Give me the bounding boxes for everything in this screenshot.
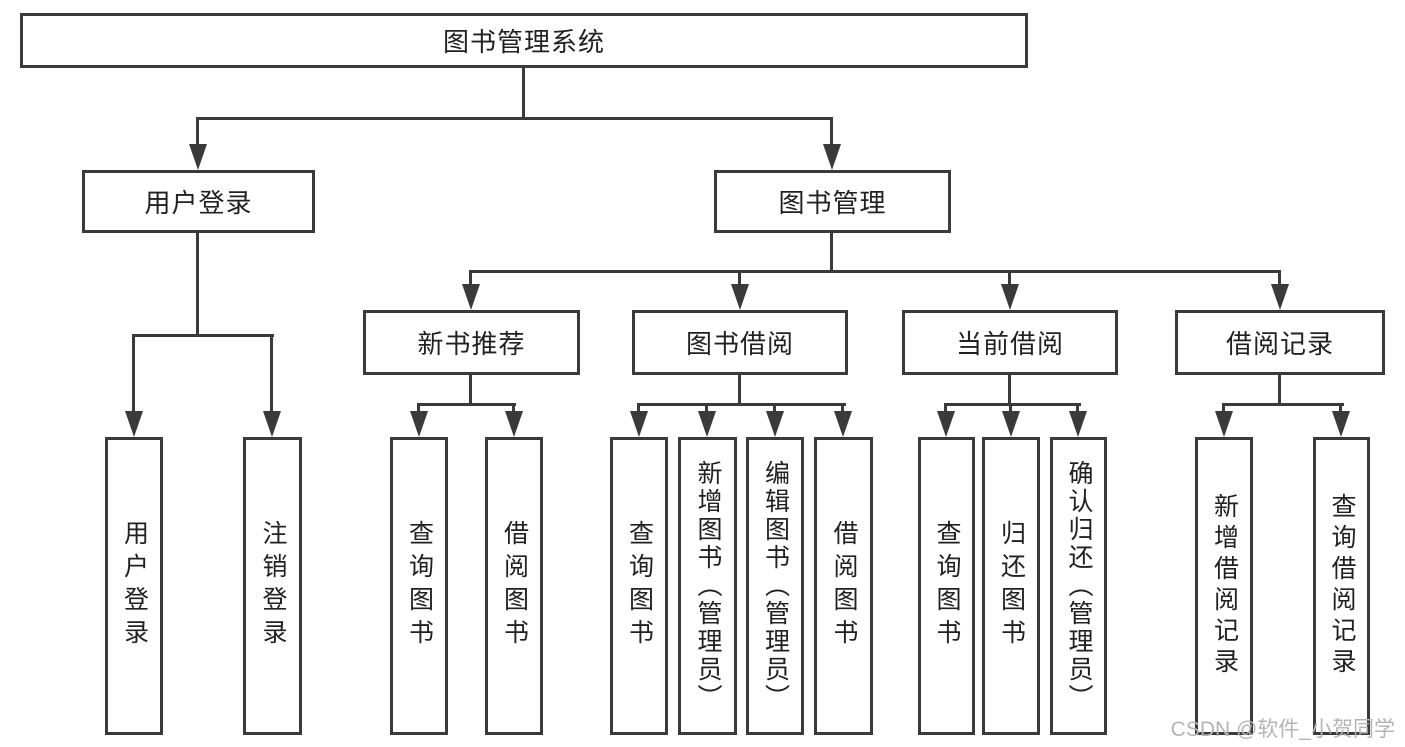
- node-label: 图书管理系统: [442, 27, 605, 57]
- connector-line: [417, 403, 516, 406]
- arrowhead-icon: [410, 411, 428, 437]
- csdn-watermark: CSDN @软件_小贺同学: [1170, 718, 1395, 741]
- node-return-books: 归还图书: [982, 437, 1040, 735]
- node-label: 注销登录: [259, 520, 287, 652]
- node-library-management-system: 图书管理系统: [20, 13, 1028, 68]
- node-query-books-borrowing: 查询图书: [610, 437, 668, 735]
- arrowhead-icon: [462, 284, 480, 310]
- node-book-borrowing: 图书借阅: [632, 310, 848, 375]
- node-user-login: 用户登录: [105, 437, 163, 735]
- connector-line: [944, 403, 947, 413]
- node-label: 图书借阅: [685, 329, 794, 359]
- arrowhead-icon: [1069, 411, 1087, 437]
- connector-line: [1278, 375, 1281, 406]
- connector-line: [512, 403, 515, 413]
- connector-line: [1008, 270, 1011, 286]
- connector-line: [522, 68, 525, 120]
- connector-line: [1009, 403, 1012, 413]
- arrowhead-icon: [125, 411, 143, 437]
- node-label: 借阅图书: [500, 520, 529, 652]
- connector-line: [469, 270, 472, 286]
- node-current-borrowing: 当前借阅: [902, 310, 1118, 375]
- node-add-borrow-record: 新增借阅记录: [1195, 437, 1253, 735]
- connector-line: [1278, 270, 1281, 286]
- arrowhead-icon: [823, 144, 841, 170]
- arrowhead-icon: [505, 411, 523, 437]
- node-label: 借阅记录: [1225, 329, 1334, 359]
- connector-line: [1008, 375, 1011, 406]
- connector-line: [738, 270, 741, 286]
- arrowhead-icon: [834, 411, 852, 437]
- connector-line: [637, 403, 846, 406]
- node-label: 新增借阅记录: [1210, 493, 1239, 679]
- node-label: 归还图书: [997, 520, 1026, 652]
- connector-line: [637, 403, 640, 413]
- connector-line: [830, 233, 833, 273]
- node-label: 确认归还（管理员）: [1065, 460, 1093, 712]
- node-label: 查询图书: [405, 520, 434, 652]
- connector-line: [1222, 403, 1225, 413]
- node-label: 查询借阅记录: [1328, 493, 1356, 679]
- node-label: 查询图书: [625, 520, 654, 652]
- node-edit-books-admin: 编辑图书（管理员）: [746, 437, 804, 735]
- node-add-books-admin: 新增图书（管理员）: [678, 437, 737, 735]
- node-label: 当前借阅: [955, 329, 1064, 359]
- connector-line: [705, 403, 708, 413]
- connector-line: [469, 270, 1281, 273]
- node-borrow-books: 借阅图书: [814, 437, 873, 735]
- node-new-book-recommendation: 新书推荐: [363, 310, 580, 375]
- connector-line: [196, 233, 199, 337]
- node-label: 图书管理: [778, 188, 887, 218]
- node-user-login-group: 用户登录: [82, 170, 315, 233]
- connector-line: [1339, 403, 1342, 413]
- connector-line: [738, 375, 741, 406]
- connector-line: [1076, 403, 1079, 413]
- node-book-management: 图书管理: [714, 170, 951, 233]
- node-confirm-return-admin: 确认归还（管理员）: [1050, 437, 1107, 735]
- node-label: 编辑图书（管理员）: [761, 460, 790, 712]
- arrowhead-icon: [1215, 411, 1233, 437]
- connector-line: [830, 117, 833, 146]
- node-query-borrow-record: 查询借阅记录: [1313, 437, 1370, 735]
- arrowhead-icon: [1002, 411, 1020, 437]
- connector-line: [944, 403, 1081, 406]
- arrowhead-icon: [1271, 284, 1289, 310]
- arrowhead-icon: [937, 411, 955, 437]
- connector-line: [841, 403, 844, 413]
- connector-line: [773, 403, 776, 413]
- arrowhead-icon: [263, 411, 281, 437]
- node-query-books-current: 查询图书: [918, 437, 975, 735]
- node-label: 用户登录: [144, 188, 253, 218]
- node-label: 用户登录: [120, 520, 149, 652]
- connector-line: [196, 117, 833, 120]
- node-borrow-books-recommend: 借阅图书: [485, 437, 543, 735]
- connector-line: [469, 375, 472, 406]
- node-label: 新增图书（管理员）: [694, 460, 722, 712]
- node-label: 新书推荐: [417, 329, 526, 359]
- node-query-books-recommend: 查询图书: [390, 437, 448, 735]
- node-logout: 注销登录: [243, 437, 302, 735]
- connector-line: [270, 334, 273, 415]
- arrowhead-icon: [698, 411, 716, 437]
- connector-line: [132, 334, 135, 415]
- arrowhead-icon: [731, 284, 749, 310]
- node-label: 借阅图书: [830, 520, 858, 652]
- arrowhead-icon: [1332, 411, 1350, 437]
- connector-line: [1222, 403, 1344, 406]
- node-borrowing-records: 借阅记录: [1175, 310, 1385, 375]
- arrowhead-icon: [766, 411, 784, 437]
- arrowhead-icon: [189, 144, 207, 170]
- node-label: 查询图书: [933, 520, 961, 652]
- arrowhead-icon: [630, 411, 648, 437]
- connector-line: [132, 334, 274, 337]
- arrowhead-icon: [1001, 284, 1019, 310]
- connector-line: [417, 403, 420, 413]
- connector-line: [196, 117, 199, 146]
